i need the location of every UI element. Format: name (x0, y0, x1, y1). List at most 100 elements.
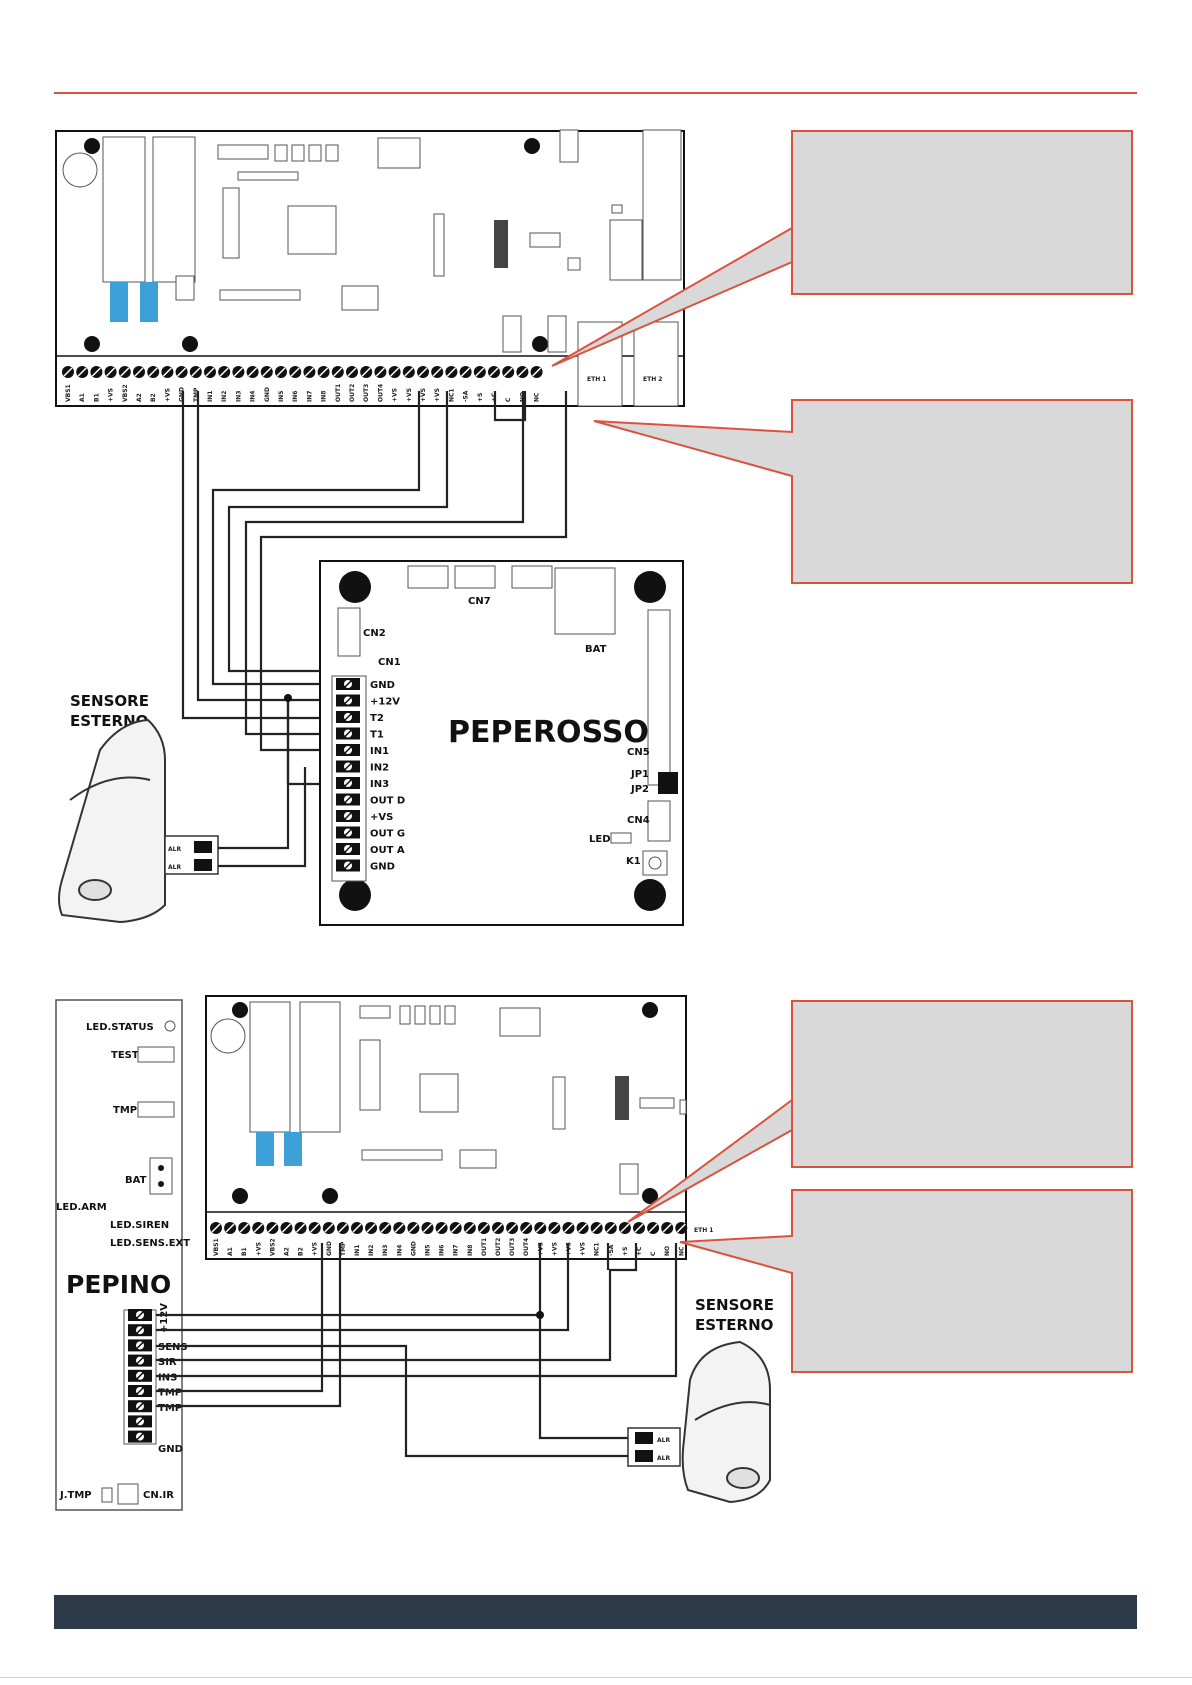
board-terminal-label: B2 (298, 1247, 305, 1256)
board-terminal-label: OUT2 (349, 384, 356, 402)
cn5-label: CN5 (627, 747, 650, 758)
cn2-connector (337, 607, 361, 657)
board-terminal-label: +C (636, 1246, 643, 1256)
board-terminal-label: NO (664, 1246, 671, 1256)
mounting-hole (84, 336, 100, 352)
board-terminal-label: IN2 (221, 391, 228, 402)
k1-label: K1 (626, 856, 641, 867)
pepino-terminal-label: SENS (158, 1342, 188, 1353)
board-terminal-label: A2 (136, 393, 143, 402)
cn1-terminal-label: OUT A (370, 845, 405, 856)
board-terminal-label: +VS (551, 1242, 558, 1256)
board-terminal-label: +VS (406, 388, 413, 402)
board-terminal-label: IN2 (368, 1245, 375, 1256)
board-terminal-label: OUT3 (509, 1238, 516, 1256)
cn7-connector (407, 565, 449, 589)
board-terminal-label: OUT4 (377, 384, 384, 402)
cn1-terminal-label: IN1 (370, 746, 389, 757)
test-label: TEST (111, 1050, 139, 1061)
board-terminal-label: C (505, 397, 512, 402)
board-terminal-label: NC (534, 392, 541, 402)
ethernet-port-2 (633, 321, 679, 407)
cn1-terminal-label: OUT D (370, 796, 405, 807)
board-terminal-label: A2 (284, 1247, 291, 1256)
gnd-label: GND (158, 1444, 183, 1455)
eth2-label: ETH 2 (643, 376, 662, 383)
board-terminal-label: VBS2 (269, 1238, 276, 1256)
board-terminal-label: +VS (580, 1242, 587, 1256)
board-terminal-label: IN7 (306, 391, 313, 402)
board-terminal-label: OUT2 (495, 1238, 502, 1256)
cn1-terminal-label: +12V (370, 697, 400, 708)
board-terminal-label: +VS (312, 1242, 319, 1256)
sensor-terminal-alr: ALR (168, 846, 181, 853)
wiring-1 (181, 391, 568, 868)
board-terminal-label: VBS2 (122, 384, 129, 402)
cn1-terminal-label: T1 (370, 730, 384, 741)
footer-bar (54, 1595, 1137, 1629)
board-terminal-label: IN8 (467, 1245, 474, 1256)
callout-box-4 (679, 1189, 1133, 1373)
cn1-terminal-label: +VS (370, 812, 393, 823)
board-terminal-label: IN3 (235, 391, 242, 402)
board-terminal-label: +VS (108, 388, 115, 402)
board-terminal-label: A1 (79, 393, 86, 402)
board-terminal-label: +VS (164, 388, 171, 402)
board-terminal-label: C (650, 1251, 657, 1256)
callout-box-2 (593, 399, 1133, 584)
board-terminal-label: +VS (434, 388, 441, 402)
jp1-label: JP1 (630, 769, 649, 780)
pepino-terminal-label: TMP (158, 1403, 182, 1414)
callout-box-3 (627, 1000, 1133, 1223)
board-terminal-label: B2 (150, 393, 157, 402)
board-terminal-label: B1 (241, 1247, 248, 1256)
led-arm-label: LED.ARM (56, 1202, 107, 1213)
board-terminal-label: IN5 (278, 391, 285, 402)
board-terminal-label: VBS1 (65, 384, 72, 402)
mounting-hole (524, 138, 540, 154)
eth1-label: ETH 1 (694, 1227, 713, 1234)
board-terminal-label: IN7 (453, 1245, 460, 1256)
page-edge (0, 1677, 1192, 1678)
board-terminal-label: +VS (420, 388, 427, 402)
board-terminal-label: GND (326, 1241, 333, 1256)
board-terminal-label: +VS (392, 388, 399, 402)
cn1-terminal-label: T2 (370, 713, 384, 724)
board-terminal-label: NC1 (594, 1242, 601, 1256)
cn1-label: CN1 (378, 657, 401, 668)
board-terminal-label: +VS (255, 1242, 262, 1256)
blue-switch (284, 1132, 302, 1166)
tmp-button (137, 1101, 175, 1118)
header-rule (54, 92, 1137, 94)
led-siren-label: LED.SIREN (110, 1220, 169, 1231)
cn4-label: CN4 (627, 815, 650, 826)
board-terminal-label: IN3 (382, 1245, 389, 1256)
callout-box-1 (551, 130, 1133, 367)
board-terminal-label: OUT3 (363, 384, 370, 402)
peperosso-board: CN7 BAT CN2 CN1 GND+12VT2T1IN1IN2IN3OUT … (319, 560, 684, 926)
sensor-terminal-alr: ALR (168, 864, 181, 871)
board-terminal-label: IN6 (292, 391, 299, 402)
board-terminal-label: -SA (463, 390, 470, 402)
mounting-hole (182, 336, 198, 352)
junction-dot (284, 694, 292, 702)
pepino-terminal-label: TMP (158, 1388, 182, 1399)
board-terminal-label: IN8 (321, 391, 328, 402)
board-terminal-label: TMP (340, 1241, 347, 1256)
blue-switch (110, 282, 128, 322)
j-tmp-label: J.TMP (59, 1490, 92, 1501)
board-terminal-label: GND (410, 1241, 417, 1256)
board-terminal-label: IN1 (354, 1245, 361, 1256)
board-terminal-label: -SA (608, 1244, 615, 1256)
sensor-title-line2: ESTERNO (695, 1316, 773, 1334)
pepino-terminal-label: INS (158, 1372, 177, 1383)
board-terminal-label: GND (264, 387, 271, 402)
sensor-title-line1: SENSORE (70, 692, 149, 710)
pepino-title: PEPINO (66, 1270, 171, 1299)
board-terminal-label: OUT1 (481, 1238, 488, 1256)
battery-connector (149, 1157, 173, 1195)
